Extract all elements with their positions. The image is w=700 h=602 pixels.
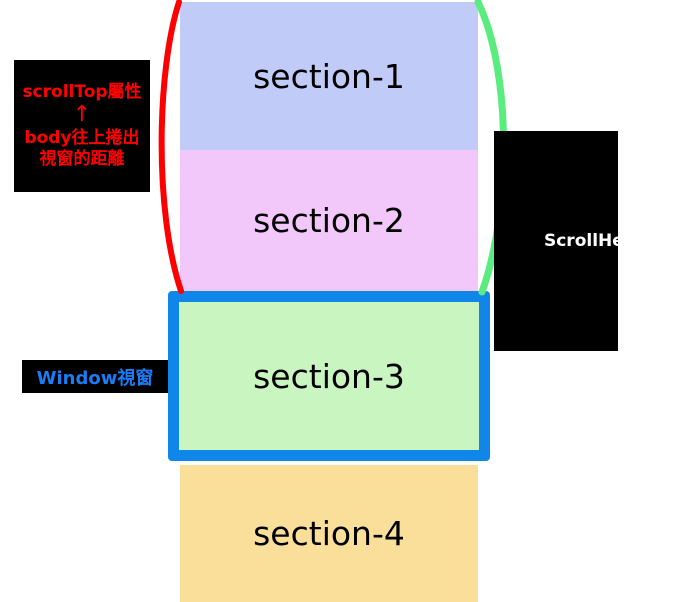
up-arrow-icon: ↑ (72, 102, 92, 127)
scrollheight-annotation: ScrollHeight (494, 131, 662, 351)
scrollheight-label: ScrollHeight (543, 231, 663, 251)
section-block-2: section-2 (180, 150, 478, 291)
section-block-3: section-3 (179, 302, 479, 450)
window-viewport-frame: section-3 (168, 291, 490, 461)
left-brace-red-curve (158, 0, 184, 294)
scrolltop-title: scrollTop屬性 (22, 82, 142, 102)
window-label: Window視窗 (36, 367, 154, 389)
window-annotation: Window視窗 (22, 360, 168, 393)
section-label-4: section-4 (253, 514, 405, 553)
scrolltop-body-line-2: 視窗的距離 (39, 149, 125, 169)
section-block-1: section-1 (180, 2, 478, 150)
section-block-4: section-4 (180, 465, 478, 602)
scrolltop-body-line-1: body往上捲出 (24, 128, 140, 148)
section-label-1: section-1 (253, 56, 405, 96)
section-label-3: section-3 (253, 356, 405, 396)
scrolltop-annotation: scrollTop屬性 ↑ body往上捲出 視窗的距離 (14, 60, 150, 192)
section-label-2: section-2 (253, 201, 405, 240)
